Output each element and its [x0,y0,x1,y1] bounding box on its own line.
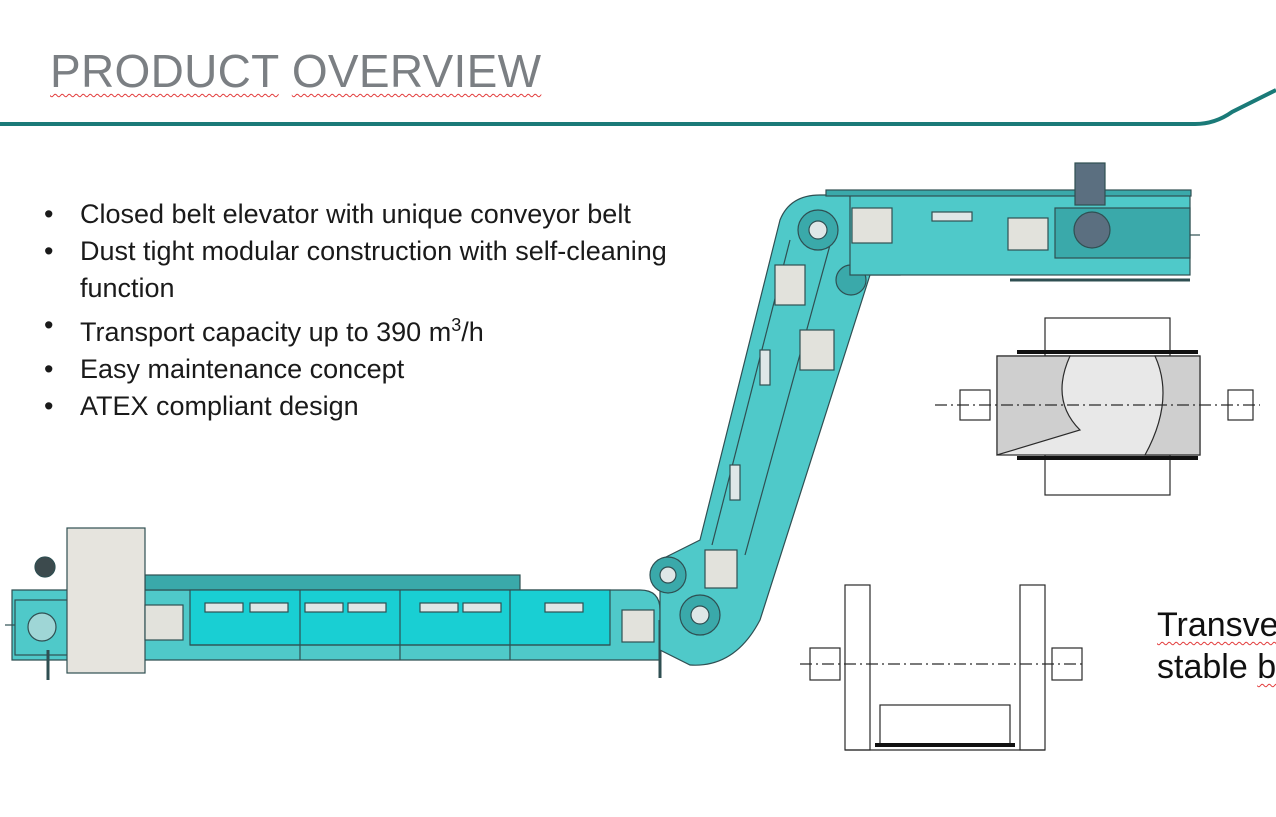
header-rule [0,88,1276,126]
feature-item: •Easy maintenance concept [44,351,730,388]
cross-section-lower [800,584,1085,751]
bullet-icon: • [44,310,54,340]
bullet-icon: • [44,391,54,421]
title-word-overview: OVERVIEW [291,45,542,97]
slide-title: PRODUCT OVERVIEW [50,44,541,98]
incline-section [649,194,901,666]
tail-housing [5,527,184,680]
bullet-icon: • [44,199,54,229]
head-section [825,162,1200,282]
bullet-icon: • [44,354,54,384]
feature-item: •ATEX compliant design [44,388,730,425]
feature-list: •Closed belt elevator with unique convey… [44,196,730,425]
feature-item: •Transport capacity up to 390 m3/h [44,307,730,351]
feature-item: •Dust tight modular construction with se… [44,233,730,307]
bullet-icon: • [44,236,54,266]
title-word-product: PRODUCT [50,45,279,97]
cross-section-upper [935,317,1260,496]
feature-item: •Closed belt elevator with unique convey… [44,196,730,233]
cut-off-caption: Transve stable b [1157,606,1276,686]
